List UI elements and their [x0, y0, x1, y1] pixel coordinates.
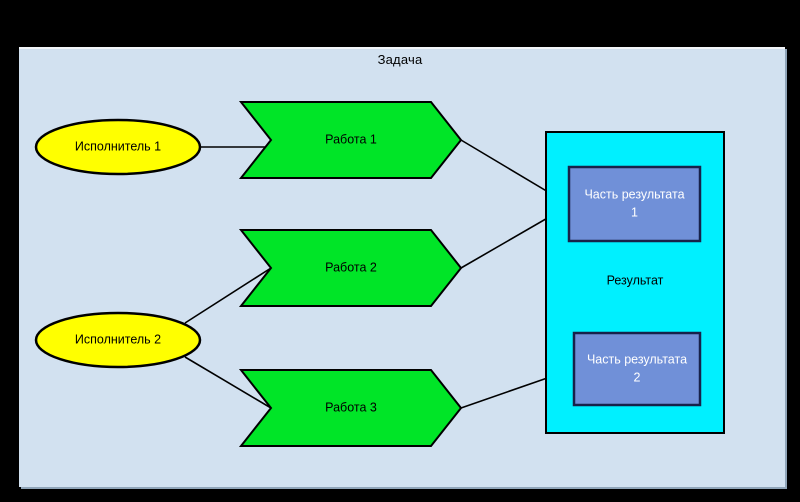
work-2-label: Работа 2: [325, 260, 377, 274]
result-part-1[interactable]: Часть результата 1: [567, 165, 702, 243]
performer-2-shape[interactable]: [34, 311, 202, 369]
panel-shadow-right: [785, 49, 787, 489]
result-part-1-label-line1: Часть результата: [584, 187, 684, 201]
result-part-2-label-line2: 2: [634, 370, 641, 384]
performer-1[interactable]: Исполнитель 1: [34, 118, 202, 176]
result-part-2[interactable]: Часть результата 2: [572, 331, 702, 407]
result-part-2-box[interactable]: [572, 331, 702, 407]
result-part-2-label-line1: Часть результата: [587, 352, 687, 366]
performer-1-shape[interactable]: [34, 118, 202, 176]
result-part-1-box[interactable]: [567, 165, 702, 243]
page-title: Задача: [377, 52, 423, 67]
work-2-shape[interactable]: [238, 229, 463, 307]
work-3[interactable]: Работа 3: [238, 369, 463, 447]
result-container-label: Результат: [607, 273, 664, 287]
work-3-shape[interactable]: [238, 369, 463, 447]
work-2[interactable]: Работа 2: [238, 229, 463, 307]
work-3-label: Работа 3: [325, 400, 377, 414]
performer-2[interactable]: Исполнитель 2: [34, 311, 202, 369]
connector-performer2-work2: [184, 267, 272, 324]
work-1[interactable]: Работа 1: [238, 101, 463, 179]
work-1-label: Работа 1: [325, 132, 377, 146]
performer-1-label: Исполнитель 1: [75, 139, 161, 153]
work-1-shape[interactable]: [238, 101, 463, 179]
result-part-1-label-line2: 1: [631, 205, 638, 219]
connector-performer2-work3: [184, 356, 272, 409]
performer-2-label: Исполнитель 2: [75, 332, 161, 346]
panel-shadow-bottom: [21, 487, 787, 489]
